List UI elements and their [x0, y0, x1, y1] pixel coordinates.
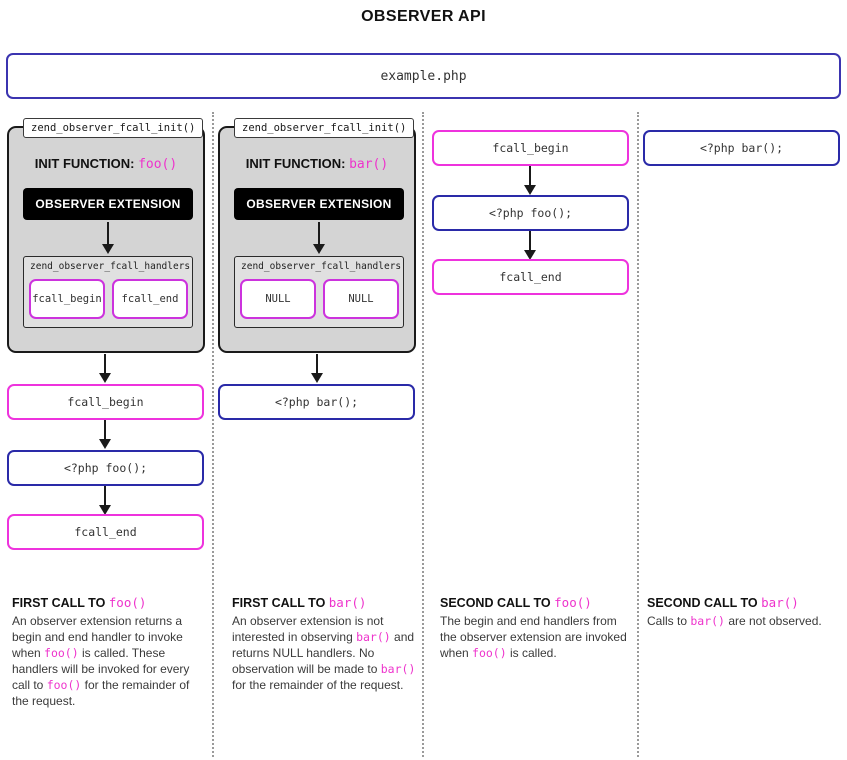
flow-box-col3-php-foo: <?php foo(); [432, 195, 629, 231]
flow-box-col2-php-bar: <?php bar(); [218, 384, 415, 420]
caption-heading-prefix: SECOND CALL TO [647, 596, 758, 610]
observer-extension-bar-bar: OBSERVER EXTENSION [234, 188, 404, 220]
init-function-line-bar: INIT FUNCTION: bar() [220, 156, 414, 172]
flow-box-col1-php-foo: <?php foo(); [7, 450, 204, 486]
zend-observer-fcall-init-label: zend_observer_fcall_init() [23, 118, 204, 138]
extension-to-handlers-arrow-foo [102, 222, 114, 254]
caption-heading: SECOND CALL TO foo() [440, 595, 636, 610]
flow-arrow-col3-0 [524, 166, 536, 195]
init-function-line-foo: INIT FUNCTION: foo() [9, 156, 203, 172]
handler-slot-null-left: NULL [240, 279, 316, 319]
caption-body: An observer extension returns a begin an… [12, 614, 190, 708]
file-bar: example.php [6, 53, 841, 99]
flow-arrow-col1-1 [99, 420, 111, 449]
flow-box-col1-fcall-begin: fcall_begin [7, 384, 204, 420]
flow-box-col3-fcall-end: fcall_end [432, 259, 629, 295]
column-separator-1 [212, 112, 214, 757]
handler-slot-end-foo: fcall_end [112, 279, 188, 319]
handler-slot-begin-foo: fcall_begin [29, 279, 105, 319]
flow-box-col3-fcall-begin: fcall_begin [432, 130, 629, 166]
extension-to-handlers-arrow-bar [313, 222, 325, 254]
zend-observer-fcall-init-label: zend_observer_fcall_init() [234, 118, 415, 138]
caption-heading-fn: bar() [761, 595, 799, 610]
caption-heading-fn: foo() [554, 595, 592, 610]
caption-heading-prefix: FIRST CALL TO [232, 596, 326, 610]
caption-second-call-foo: SECOND CALL TO foo() The begin and end h… [440, 595, 636, 661]
init-function-name: foo() [138, 157, 178, 172]
flow-box-col1-fcall-end: fcall_end [7, 514, 204, 550]
caption-heading-fn: bar() [328, 595, 367, 610]
observer-init-container-foo: zend_observer_fcall_init() INIT FUNCTION… [7, 118, 205, 353]
caption-heading: FIRST CALL TO foo() [12, 595, 208, 610]
fcall-handlers-box-bar: zend_observer_fcall_handlers NULL NULL [234, 256, 404, 328]
flow-arrow-col3-1 [524, 231, 536, 260]
column-separator-3 [637, 112, 639, 757]
fcall-handlers-title: zend_observer_fcall_handlers [241, 261, 402, 272]
column-separator-2 [422, 112, 424, 757]
handler-slot-null-right: NULL [323, 279, 399, 319]
caption-body: Calls to bar() are not observed. [647, 614, 822, 628]
observer-extension-bar-foo: OBSERVER EXTENSION [23, 188, 193, 220]
caption-heading: FIRST CALL TO bar() [232, 595, 428, 610]
observer-init-container-bar: zend_observer_fcall_init() INIT FUNCTION… [218, 118, 416, 353]
fcall-handlers-box-foo: zend_observer_fcall_handlers fcall_begin… [23, 256, 193, 328]
caption-heading-prefix: FIRST CALL TO [12, 596, 106, 610]
init-function-prefix: INIT FUNCTION: [34, 156, 135, 171]
init-function-prefix: INIT FUNCTION: [245, 156, 346, 171]
caption-body: The begin and end handlers from the obse… [440, 614, 627, 660]
init-function-name: bar() [349, 157, 389, 172]
flow-arrow-col1-0 [99, 354, 111, 383]
flow-box-col4-php-bar: <?php bar(); [643, 130, 840, 166]
fcall-handlers-title: zend_observer_fcall_handlers [30, 261, 191, 272]
flow-arrow-col1-2 [99, 486, 111, 515]
flow-arrow-col2-0 [311, 354, 323, 383]
caption-heading: SECOND CALL TO bar() [647, 595, 847, 610]
caption-first-call-bar: FIRST CALL TO bar() An observer extensio… [232, 595, 428, 693]
caption-second-call-bar: SECOND CALL TO bar() Calls to bar() are … [647, 595, 847, 629]
caption-heading-prefix: SECOND CALL TO [440, 596, 551, 610]
caption-heading-fn: foo() [108, 595, 147, 610]
file-bar-label: example.php [380, 68, 467, 84]
page-title: OBSERVER API [361, 8, 486, 25]
caption-first-call-foo: FIRST CALL TO foo() An observer extensio… [12, 595, 208, 709]
caption-body: An observer extension is not interested … [232, 614, 416, 692]
